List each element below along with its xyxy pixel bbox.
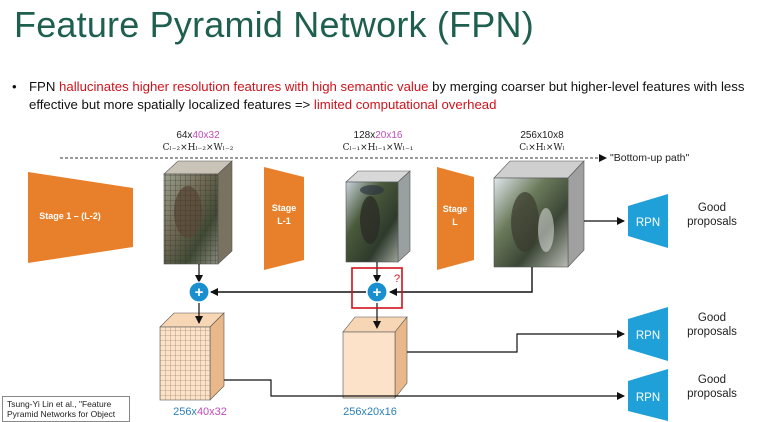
feature-formula-l-2: Cₗ₋₂×Hₗ₋₂×Wₗ₋₂ [162,143,234,153]
bullet-highlight-overhead: limited computational overhead [313,97,497,112]
bullet-text: FPN hallucinates higher resolution featu… [29,78,774,114]
slide-title: Feature Pyramid Network (FPN) [14,4,534,45]
feature-dims-l-1: 128x20x16 [353,130,403,141]
output-dims-20x16: 256x20x16 [343,406,397,418]
merge-plus-icon-l-2: + [188,281,210,303]
stage-l-1-label-line2: L-1 [277,216,291,226]
stage-1-block [28,172,133,263]
feature-map-l [493,160,585,268]
feature-dims-l: 256x10x8 [520,130,564,141]
feature-formula-l-1: Cₗ₋₁×Hₗ₋₁×Wₗ₋₁ [342,143,414,153]
bullet-dot: • [12,79,17,94]
stage-1-label: Stage 1 – (L-2) [39,211,101,221]
stage-l-block [437,167,474,270]
feature-map-l-2 [163,160,233,265]
stage-l-1-block [264,167,304,270]
bullet-highlight-hallucinates: hallucinates higher resolution features … [59,79,429,94]
rpn-block-3: RPN [628,369,668,421]
output-map-20x16 [342,316,408,399]
bullet-prefix: FPN [29,79,60,94]
bullet-middle: by merging coarser but higher-level feat… [29,79,745,112]
feature-formula-l: Cₗ×Hₗ×Wₗ [519,143,565,153]
svg-text:RPN: RPN [636,392,660,404]
feature-dims-l-2: 64x40x32 [176,130,220,141]
stage-l-1-label-line1: Stage [272,203,297,213]
bottom-up-path-label: "Bottom-up path" [610,152,690,164]
rpn-block-2: RPN [628,307,668,361]
rpn-block-1: RPN [628,194,668,248]
svg-text:+: + [373,284,382,301]
question-mark: ? [394,273,400,285]
output-dims-40x32: 256x40x32 [173,406,227,418]
feature-map-l-1 [345,170,411,263]
stage-l-label-line1: Stage [443,204,468,214]
svg-text:RPN: RPN [636,330,660,342]
merge-plus-icon-l-1: + [366,281,388,303]
output-map-40x32 [159,312,225,401]
highlight-box [351,267,403,309]
svg-text:+: + [195,284,204,301]
stage-l-label-line2: L [452,217,458,227]
svg-text:RPN: RPN [636,217,660,229]
